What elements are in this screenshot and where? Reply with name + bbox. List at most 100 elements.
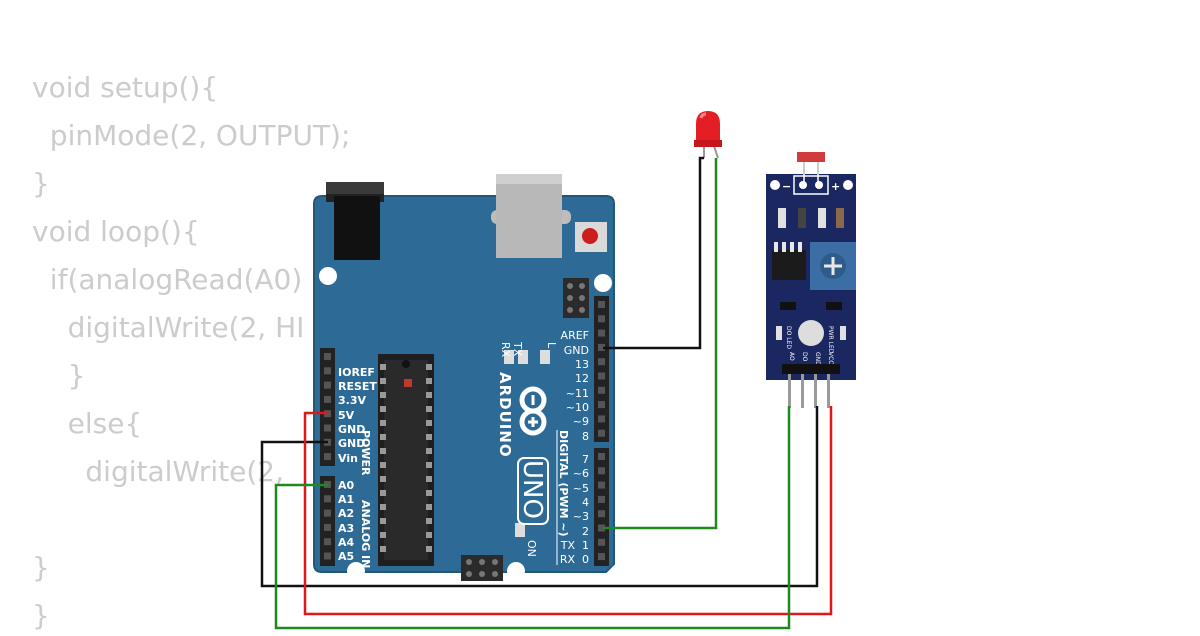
pin-label-13: 13 <box>575 358 589 371</box>
code-line: } <box>32 359 86 392</box>
rx-label: RX <box>499 342 512 358</box>
pin-label-reset: RESET <box>338 380 377 393</box>
power-pin-labels: IOREF RESET 3.3V 5V GND GND Vin <box>338 366 377 465</box>
header-pin <box>598 315 605 323</box>
power-header <box>320 348 335 466</box>
chip-pin <box>426 532 432 538</box>
chip-pin <box>380 406 386 412</box>
header-pin <box>324 552 331 560</box>
header-pin <box>598 386 605 394</box>
header-pin <box>598 358 605 366</box>
sensor-minus-label: − <box>782 180 791 193</box>
header-pin <box>598 301 605 308</box>
header-pin <box>598 524 605 532</box>
chip-pin <box>426 448 432 454</box>
sensor-pin-vcc <box>827 374 830 408</box>
header-pin <box>324 381 331 389</box>
header-pin <box>598 538 605 546</box>
chip-pin <box>380 392 386 398</box>
pin-label-7: 7 <box>582 453 589 466</box>
pin-label-a3: A3 <box>338 522 354 535</box>
chip-pin <box>798 242 802 252</box>
chip-pin <box>380 546 386 552</box>
wire-led-to-gnd <box>603 156 704 350</box>
pin-label-a0: A0 <box>338 479 355 492</box>
sensor-pin-label-do: DO <box>801 352 808 362</box>
l-led <box>540 350 550 364</box>
do-led-label: DO LED <box>785 326 792 349</box>
tx-label: TX <box>511 341 524 357</box>
pin-label-gnd-1: GND <box>338 423 365 436</box>
chip-pin <box>380 448 386 454</box>
pin-label-vin: Vin <box>338 452 358 465</box>
chip-pin <box>426 518 432 524</box>
sensor-pin-gnd <box>814 374 817 408</box>
reset-button <box>575 222 607 252</box>
pin-label-1: 1 <box>582 539 589 552</box>
pwr-led-label: PWR LED <box>827 326 834 354</box>
code-line: void setup(){ <box>32 71 219 104</box>
chip-pin <box>426 420 432 426</box>
chip-pin <box>426 462 432 468</box>
wire-a0-to-ao <box>274 406 791 630</box>
sensor-pin-label-vcc: VCC <box>827 352 834 364</box>
analog-pin-labels: A0 A1 A2 A3 A4 A5 <box>338 479 355 563</box>
digital-header-bottom <box>594 448 609 566</box>
digital-header-top <box>594 296 609 442</box>
header-pin <box>324 353 331 360</box>
pin-label-rx: RX <box>560 553 576 566</box>
comparator-chip <box>772 242 806 280</box>
chip-pin <box>426 392 432 398</box>
code-line: digitalWrite(2, <box>32 455 284 488</box>
header-pin <box>598 510 605 518</box>
header-pin <box>324 523 331 531</box>
chip-pin <box>426 546 432 552</box>
chip-pin <box>380 518 386 524</box>
chip-pin <box>426 490 432 496</box>
on-led <box>515 523 525 537</box>
chip-pin <box>380 476 386 482</box>
pin-label-a1: A1 <box>338 493 354 506</box>
header-pin <box>598 343 605 351</box>
arduino-logo-icon <box>519 386 547 436</box>
mounting-hole <box>798 320 824 346</box>
uno-badge <box>517 457 549 525</box>
header-pin <box>598 372 605 380</box>
pin-label-a4: A4 <box>338 536 355 549</box>
code-line: if(analogRead(A0) <box>32 263 303 296</box>
arduino-uno-board: TX RX L ON ARDUINO UNO <box>313 174 615 581</box>
wires <box>260 156 833 630</box>
header-pin <box>598 553 605 561</box>
pin-label-10: ~10 <box>566 401 589 414</box>
smd-resistor <box>836 208 844 228</box>
pin-label-gnd-2: GND <box>338 437 365 450</box>
pin-label-5: ~5 <box>573 482 589 495</box>
code-line: } <box>32 167 50 200</box>
header-pin <box>598 467 605 475</box>
potentiometer <box>810 242 856 290</box>
sensor-pin-label-ao: AO <box>788 352 795 361</box>
on-label: ON <box>525 540 538 557</box>
header-pin <box>324 395 331 403</box>
sensor-pin-header <box>782 364 840 374</box>
pin-label-3v3: 3.3V <box>338 394 366 407</box>
icsp-header-bottom <box>461 555 503 581</box>
chip-pin <box>426 434 432 440</box>
header-pin <box>324 424 331 432</box>
chip-pin <box>782 242 786 252</box>
chip-pin <box>426 406 432 412</box>
sensor-plus-label: + <box>831 180 840 193</box>
code-line: } <box>32 599 50 632</box>
pin-label-ioref: IOREF <box>338 366 375 379</box>
digital-bottom-pin-labels: 7 ~6 ~5 4 ~3 2 TX RX 1 0 <box>560 453 589 566</box>
chip-pin <box>426 476 432 482</box>
pin-label-12: 12 <box>575 372 589 385</box>
chip-pin <box>426 504 432 510</box>
chip-pin <box>380 364 386 370</box>
tx-led <box>504 350 514 364</box>
pin-label-8: 8 <box>582 430 589 443</box>
sensor-pin-label-gnd: GND <box>814 352 821 366</box>
code-line: else{ <box>32 407 143 440</box>
header-pin <box>598 429 605 437</box>
chip-pin <box>380 462 386 468</box>
